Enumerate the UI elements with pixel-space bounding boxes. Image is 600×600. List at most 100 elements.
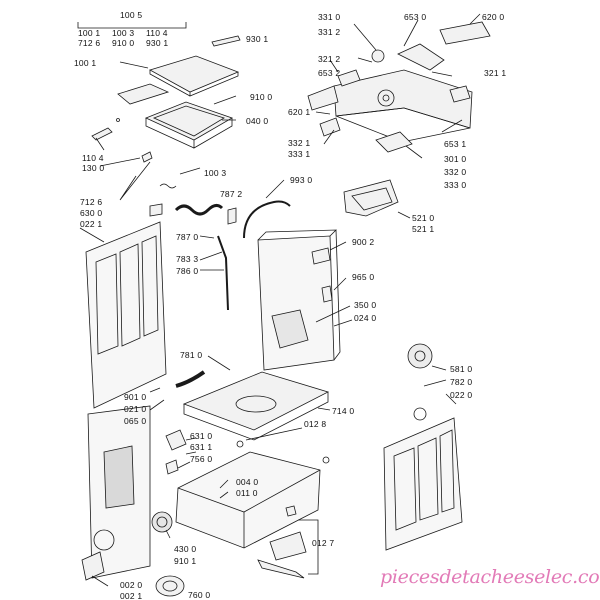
part-label: 002 0 [120, 580, 143, 590]
foot-part-2 [322, 456, 330, 464]
part-label: 620 1 [288, 107, 311, 117]
part-label: 430 0 [174, 544, 197, 554]
part-label: 011 0 [236, 488, 258, 498]
part-label: 100 1 [74, 58, 97, 68]
part-label: 653 1 [444, 139, 467, 149]
part-label: 331 0 [318, 12, 341, 22]
detergent-drawer-part [343, 179, 399, 217]
drain-pump-part [151, 511, 173, 533]
button-cluster-left [319, 117, 341, 137]
lower-chassis-part [175, 451, 321, 549]
ring-part [413, 407, 427, 421]
part-label: 581 0 [450, 364, 473, 374]
tube-part [175, 370, 206, 388]
part-label: 756 0 [190, 454, 213, 464]
front-panel-part [87, 405, 151, 579]
part-label: 993 0 [290, 175, 313, 185]
part-label: 012 7 [312, 538, 335, 548]
part-label: 760 0 [188, 590, 211, 600]
service-door-part [81, 551, 105, 581]
part-label: 782 0 [450, 377, 473, 387]
part-label: 900 2 [352, 237, 375, 247]
spring-part [159, 183, 177, 189]
part-label: 012 8 [304, 419, 327, 429]
part-label: 712 6 [80, 197, 103, 207]
part-label: 333 0 [444, 180, 467, 190]
part-label: 653 2 [318, 68, 341, 78]
part-label: 653 0 [404, 12, 427, 22]
hinge-part [91, 127, 113, 141]
panel-bracket-part [397, 43, 445, 71]
part-label: 631 1 [190, 442, 213, 452]
knob-part [371, 49, 385, 63]
screw-part [116, 118, 120, 122]
part-label: 100 3 [204, 168, 227, 178]
filter-cap-part [155, 575, 185, 597]
button-set-part [337, 69, 361, 87]
left-side-panel [85, 221, 167, 409]
screw-small-part [285, 505, 297, 517]
hose-part [174, 203, 224, 216]
part-label: 965 0 [352, 272, 375, 282]
part-label: 321 2 [318, 54, 341, 64]
lid-strip-part [211, 35, 241, 47]
part-label: 901 0 [124, 392, 147, 402]
part-label: 002 1 [120, 591, 143, 600]
sensor-part [165, 459, 179, 475]
panel-cover-part [307, 85, 339, 111]
header-bracket [77, 22, 187, 29]
pcb-part [439, 21, 491, 45]
part-label: 022 1 [80, 219, 103, 229]
drain-pipe-part [217, 235, 229, 311]
watermark: piecesdetacheeselec.com [380, 566, 600, 588]
latch-part [141, 151, 153, 163]
part-label: 100 5 [120, 10, 143, 20]
right-side-panel [383, 417, 463, 551]
part-label: 130 0 [82, 163, 105, 173]
part-label: 620 0 [482, 12, 505, 22]
pulley-part [407, 343, 433, 369]
door-lock-part [165, 429, 187, 451]
leveler-part [257, 559, 305, 579]
part-label: 110 4 [82, 153, 104, 163]
part-label: 100 1 [78, 28, 101, 38]
part-label: 024 0 [354, 313, 377, 323]
part-label: 301 0 [444, 154, 467, 164]
top-lid-part [148, 55, 240, 97]
part-label: 930 1 [146, 38, 169, 48]
part-label: 930 1 [246, 34, 269, 44]
foot-part [236, 440, 244, 448]
button-cluster-right [375, 131, 413, 153]
part-label: 910 1 [174, 556, 197, 566]
control-panel-part [333, 69, 473, 143]
filter-part [321, 285, 333, 303]
part-label: 110 4 [146, 28, 168, 38]
foot-bracket-part [269, 531, 307, 561]
part-label: 065 0 [124, 416, 147, 426]
hose-connector-part [227, 207, 237, 225]
part-label: 783 3 [176, 254, 199, 264]
part-label: 786 0 [176, 266, 199, 276]
part-label: 712 6 [78, 38, 101, 48]
panel-end-part [449, 85, 471, 103]
pump-motor-part [271, 309, 309, 349]
part-label: 910 0 [250, 92, 273, 102]
part-label: 040 0 [246, 116, 269, 126]
valve-part [311, 247, 331, 265]
part-label: 332 0 [444, 167, 467, 177]
part-label: 714 0 [332, 406, 355, 416]
part-label: 787 2 [220, 189, 243, 199]
fill-hose-part [243, 200, 291, 239]
part-label: 350 0 [354, 300, 377, 310]
part-label: 004 0 [236, 477, 259, 487]
part-label: 100 3 [112, 28, 135, 38]
part-label: 333 1 [288, 149, 311, 159]
lid-frame-part [117, 83, 233, 149]
part-label: 521 0 [412, 213, 435, 223]
part-label: 630 0 [80, 208, 103, 218]
part-label: 521 1 [412, 224, 435, 234]
part-label: 910 0 [112, 38, 135, 48]
part-label: 787 0 [176, 232, 199, 242]
